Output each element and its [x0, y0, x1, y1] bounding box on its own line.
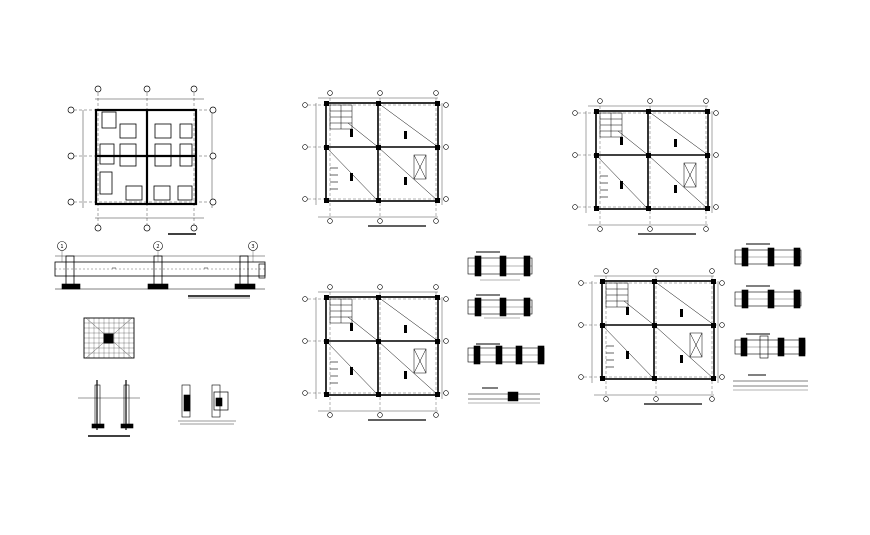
plan-walls [325, 102, 439, 202]
foundation-grid-lines [74, 93, 212, 225]
floor-plan-roof [579, 269, 725, 404]
slab-detail-2 [733, 374, 808, 391]
foundation-beams [94, 108, 198, 206]
foundation-footings [99, 111, 193, 201]
floor-plan-second-floor [303, 285, 449, 420]
section-grid-label-1: 1 [60, 244, 63, 250]
beam-detail-2 [467, 294, 533, 319]
section-grid-label-2: 2 [156, 244, 159, 250]
foundation-plan [67, 85, 217, 235]
beam-detail-6 [734, 333, 806, 359]
plan-stair [329, 104, 353, 130]
beam-detail-4 [734, 243, 802, 267]
slab-detail-1 [468, 387, 540, 404]
footing-detail [83, 317, 135, 359]
plan-stub-marks [330, 167, 338, 190]
beam-detail-1 [467, 251, 533, 281]
floor-plan-ground-floor [302, 90, 449, 227]
beam-detail-3 [467, 343, 545, 365]
plan-grid-bubbles [302, 90, 449, 224]
section-grid-markers [57, 241, 258, 251]
plan-opening [413, 154, 427, 180]
wall-section [54, 241, 266, 299]
plan-dimension-lines [315, 97, 443, 218]
foundation-grid-bubbles [67, 85, 217, 232]
column-details [78, 380, 236, 437]
plan-slab-diagonals [325, 102, 439, 202]
beam-detail-5 [734, 285, 802, 309]
plan-columns [324, 101, 440, 203]
floor-plan-first-floor [573, 99, 719, 234]
foundation-dimension-lines [82, 98, 213, 219]
section-grid-label-3: 3 [251, 244, 254, 250]
